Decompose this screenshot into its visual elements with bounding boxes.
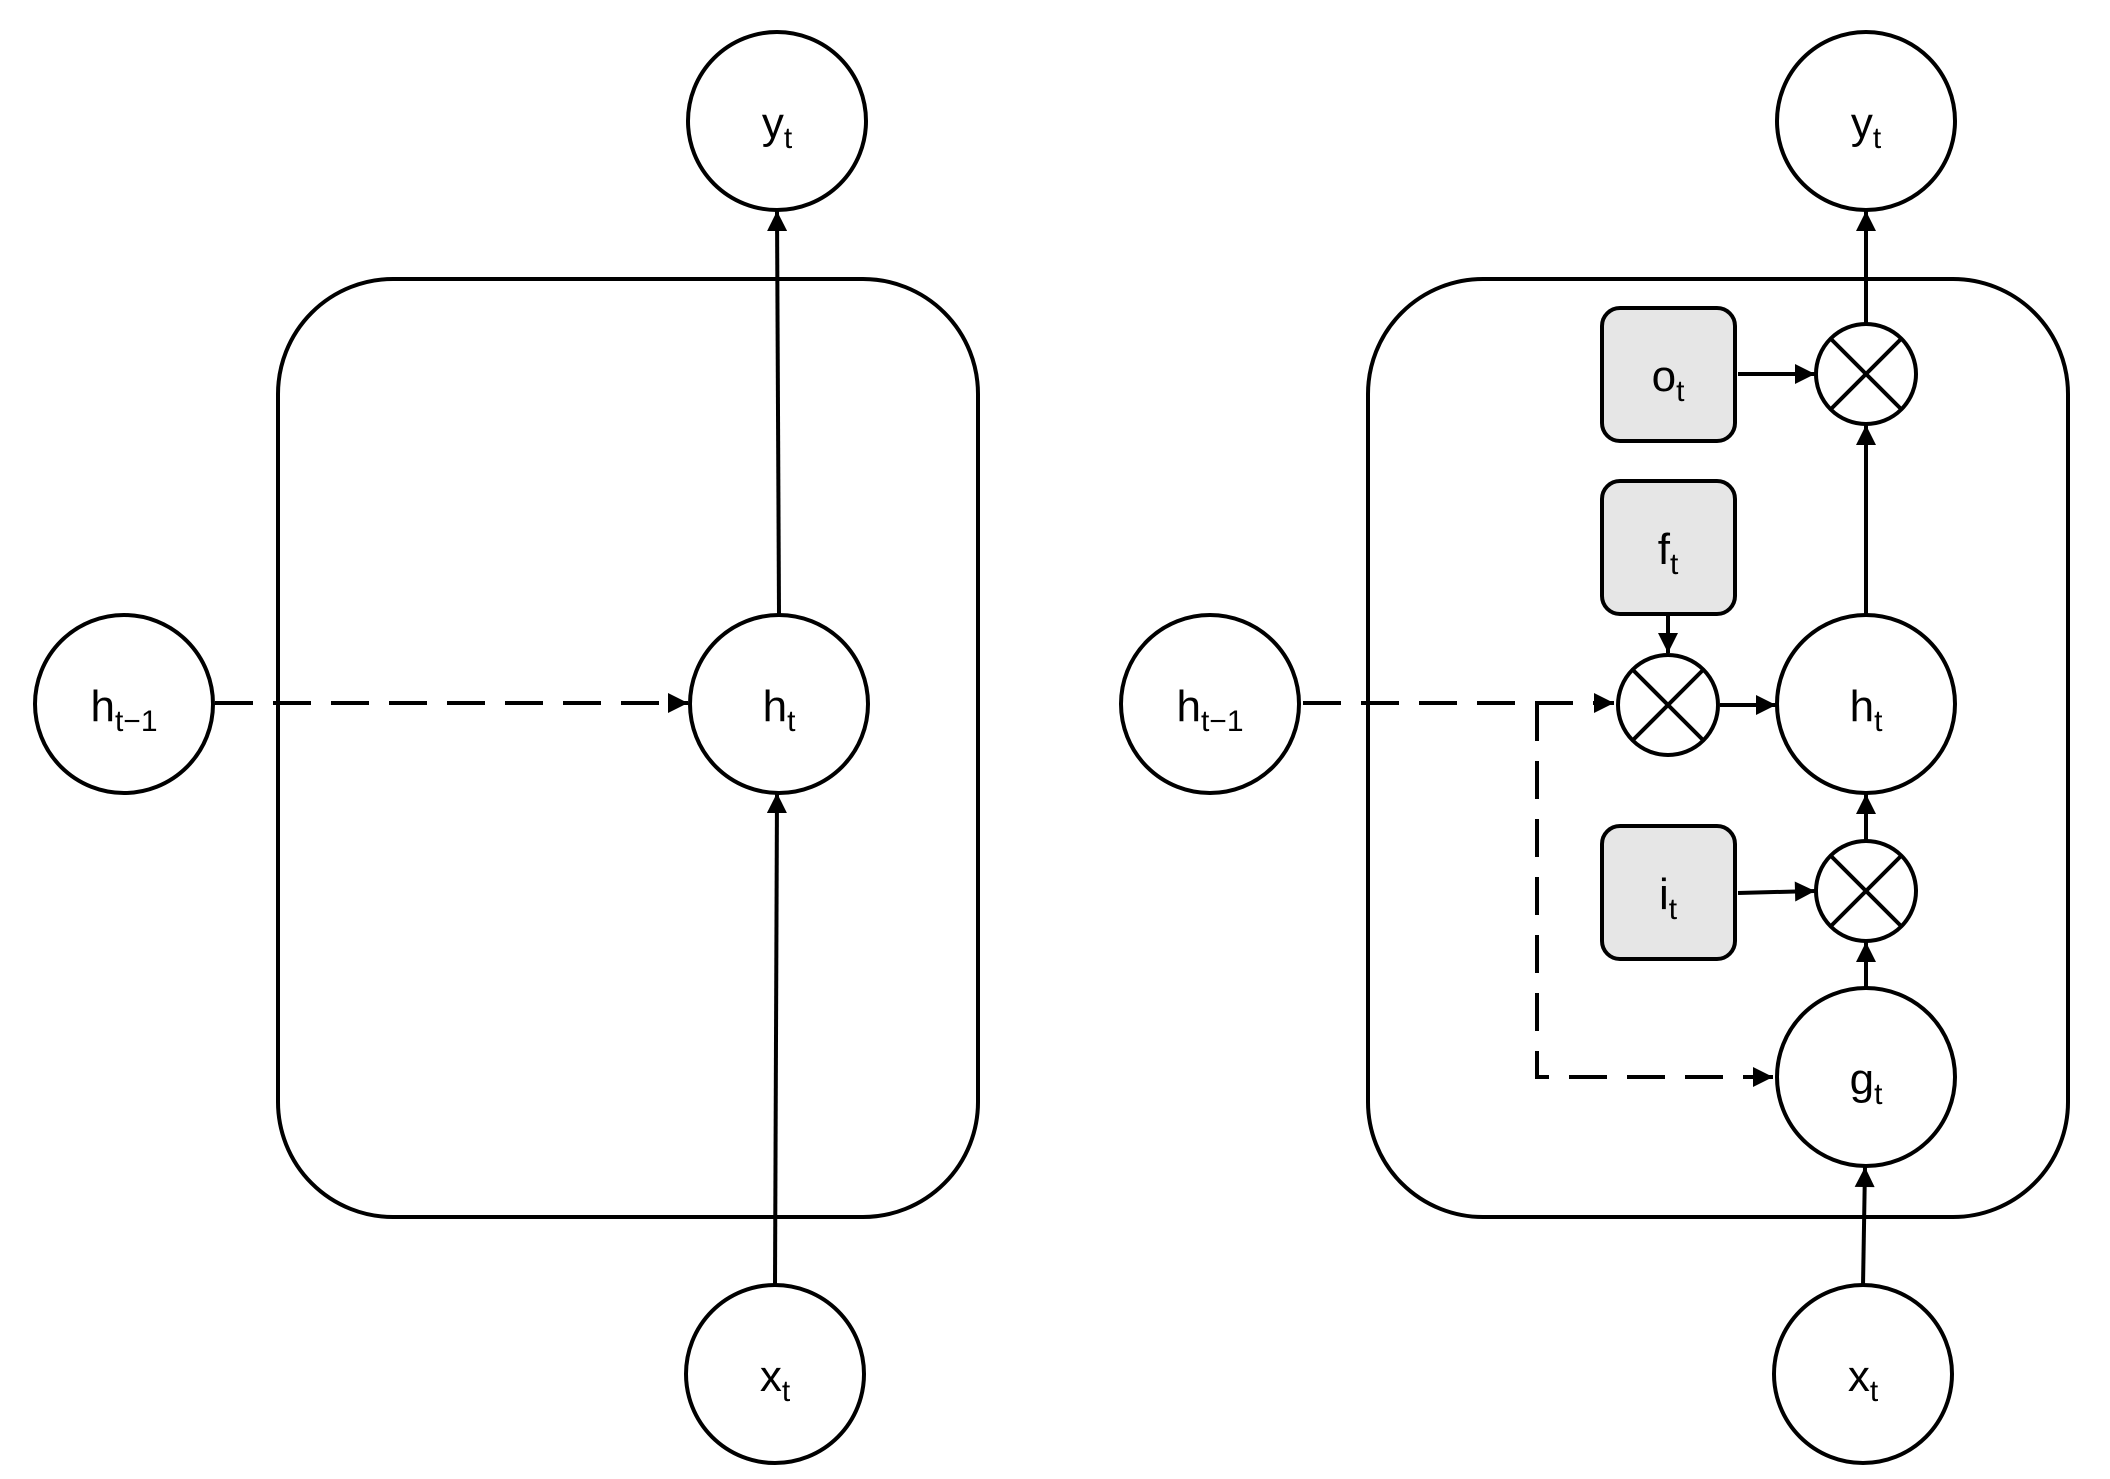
- lstm-label-i: it: [1659, 870, 1678, 926]
- lstm-node-h-prev: [1119, 613, 1301, 795]
- lstm-gate-o: [1600, 306, 1737, 443]
- lstm-label-g: gt: [1850, 1055, 1883, 1111]
- lstm-edge-x-to-g: [1854, 1166, 1875, 1287]
- rnn-edge-h-to-y: [767, 210, 788, 615]
- lstm-input-multiply-icon: [1814, 839, 1918, 943]
- rnn-node-x: [684, 1283, 866, 1465]
- lstm-gate-f: [1600, 479, 1737, 616]
- lstm-node-x: [1772, 1283, 1954, 1465]
- rnn-label-x: xt: [760, 1352, 791, 1408]
- lstm-output-multiply-icon: [1814, 322, 1918, 426]
- lstm-edge-hprev-to-g: [1535, 703, 1773, 1087]
- rnn-label-h-prev: ht−1: [90, 682, 157, 738]
- lstm-gate-i: [1600, 824, 1737, 961]
- rnn-label-h: ht: [763, 682, 796, 738]
- lstm-label-o: ot: [1652, 352, 1685, 408]
- rnn-node-y: [686, 30, 868, 212]
- rnn-cell-boundary: [276, 277, 980, 1219]
- lstm-label-h: ht: [1850, 682, 1883, 738]
- lstm-node-h: [1775, 613, 1957, 795]
- rnn-node-h-prev: [33, 613, 215, 795]
- lstm-cell-boundary: [1366, 277, 2070, 1219]
- lstm-label-f: ft: [1658, 525, 1679, 581]
- lstm-forget-multiply-icon: [1616, 653, 1720, 757]
- lstm-labels: yt ht ht−1 gt xt ot ft it: [1176, 99, 1883, 1408]
- lstm-node-y: [1775, 30, 1957, 212]
- lstm-label-h-prev: ht−1: [1176, 682, 1243, 738]
- lstm-edge-i-to-input-mult: [1737, 881, 1816, 902]
- lstm-node-g: [1775, 986, 1957, 1168]
- rnn-labels: yt ht ht−1 xt: [90, 99, 796, 1408]
- lstm-label-x: xt: [1848, 1352, 1879, 1408]
- rnn-label-y: yt: [762, 99, 793, 155]
- rnn-cell-diagram: [33, 30, 980, 1465]
- lstm-label-y: yt: [1851, 99, 1882, 155]
- rnn-edge-x-to-h: [766, 792, 787, 1286]
- lstm-cell-diagram: [1119, 30, 2070, 1465]
- rnn-node-h: [688, 613, 870, 795]
